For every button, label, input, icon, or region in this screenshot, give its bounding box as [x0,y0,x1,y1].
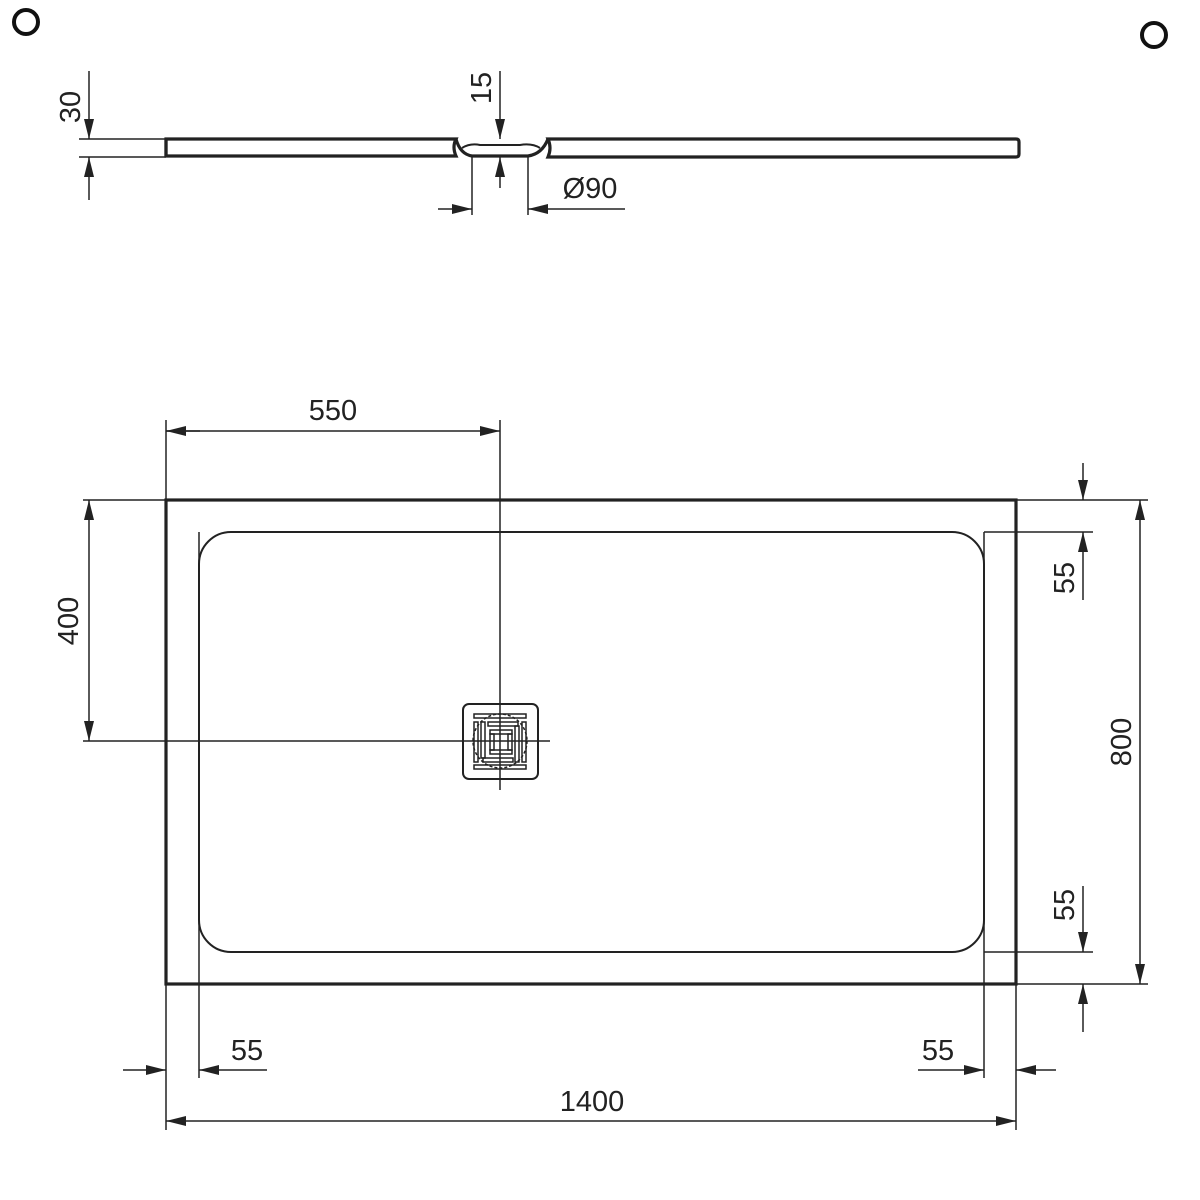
drain-diameter-label: Ø90 [563,173,618,205]
tray-basin [198,531,985,953]
rim-right-label: 55 [922,1035,954,1067]
side-view: 30 15 Ø90 [55,71,1021,215]
top-right-mark [1140,21,1168,49]
rim-top-label: 55 [1049,562,1081,594]
overall-width-label: 800 [1106,718,1138,766]
top-left-mark [12,8,40,36]
drain-depth-label: 15 [466,72,498,104]
square-grate-drain-icon [462,703,539,780]
tray-outline [164,498,1018,986]
thickness-label: 30 [55,91,87,123]
drain-offset-x-label: 550 [309,395,357,427]
drain-recess [454,138,550,158]
rim-left-label: 55 [231,1035,263,1067]
plan-view: 550 400 800 55 55 55 55 1400 [53,395,1148,1130]
rim-bottom-label: 55 [1049,889,1081,921]
tray-profile [164,137,459,158]
overall-length-label: 1400 [560,1086,625,1118]
drain-offset-y-label: 400 [53,597,85,645]
